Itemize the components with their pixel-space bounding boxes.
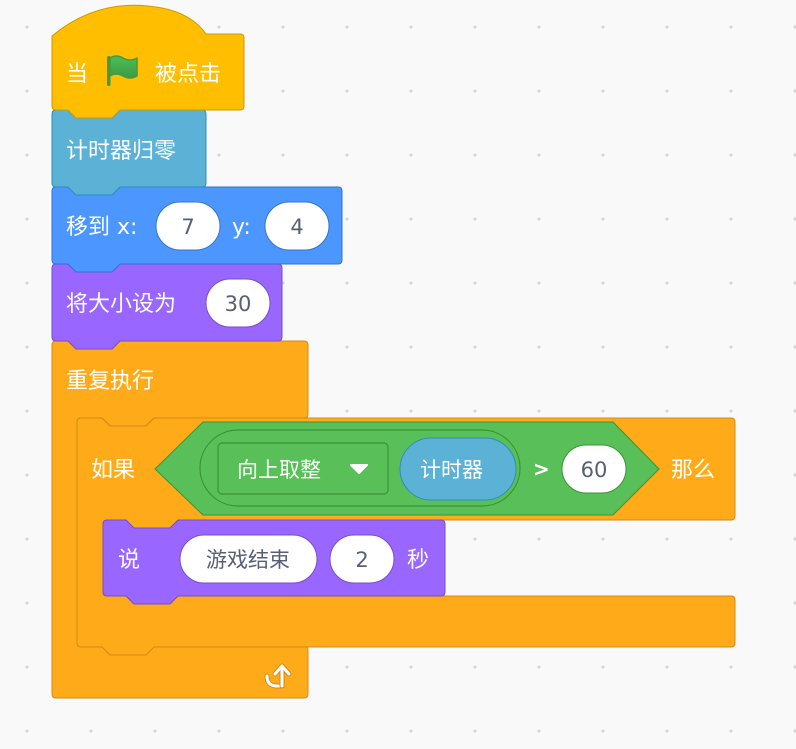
- say-message-input[interactable]: 游戏结束: [179, 534, 318, 584]
- then-label: 那么: [671, 458, 715, 483]
- y-value-input[interactable]: 4: [264, 201, 330, 251]
- math-function-dropdown[interactable]: 向上取整: [217, 442, 389, 495]
- if-label: 如果: [91, 458, 135, 483]
- compare-value: 60: [581, 458, 608, 482]
- say-message-value: 游戏结束: [206, 548, 290, 572]
- go-to-xy-block[interactable]: 移到 x: 7 y: 4: [51, 186, 343, 273]
- timer-reporter-label: 计时器: [420, 458, 483, 482]
- operator-label: >: [533, 457, 550, 481]
- forever-block[interactable]: 重复执行: [51, 340, 309, 699]
- x-value-input[interactable]: 7: [155, 201, 221, 251]
- reset-timer-block[interactable]: 计时器归零: [51, 109, 207, 196]
- y-label: y:: [232, 215, 251, 240]
- size-value-input[interactable]: 30: [205, 278, 271, 328]
- size-value: 30: [225, 292, 252, 316]
- hat-prefix-label: 当: [66, 62, 88, 87]
- say-for-seconds-block[interactable]: 说 游戏结束 2 秒: [102, 519, 446, 605]
- compare-value-input[interactable]: 60: [561, 444, 627, 494]
- timer-reporter[interactable]: 计时器: [399, 437, 517, 501]
- loop-arrow-icon: [264, 663, 292, 689]
- y-value: 4: [290, 215, 303, 239]
- greater-than-condition[interactable]: 向上取整 计时器 > 60: [154, 421, 660, 516]
- when-flag-clicked-block[interactable]: 当 被点击: [51, 4, 245, 119]
- dropdown-arrow-icon: [350, 464, 368, 474]
- go-to-label: 移到 x:: [66, 215, 137, 240]
- if-block[interactable]: 如果 那么 向上取整 计时器 > 60: [76, 417, 736, 656]
- green-flag-icon: [107, 55, 138, 86]
- say-seconds-value: 2: [355, 548, 368, 572]
- math-ceiling-reporter[interactable]: 向上取整 计时器: [199, 429, 521, 507]
- x-value: 7: [181, 215, 194, 239]
- say-seconds-input[interactable]: 2: [329, 534, 395, 584]
- set-size-block[interactable]: 将大小设为 30: [51, 263, 283, 350]
- set-size-label: 将大小设为: [66, 292, 176, 317]
- forever-label: 重复执行: [66, 369, 154, 394]
- seconds-unit-label: 秒: [407, 548, 429, 573]
- reset-timer-label: 计时器归零: [66, 139, 176, 164]
- math-function-label: 向上取整: [237, 458, 321, 482]
- hat-suffix-label: 被点击: [155, 62, 221, 87]
- say-label: 说: [118, 548, 140, 573]
